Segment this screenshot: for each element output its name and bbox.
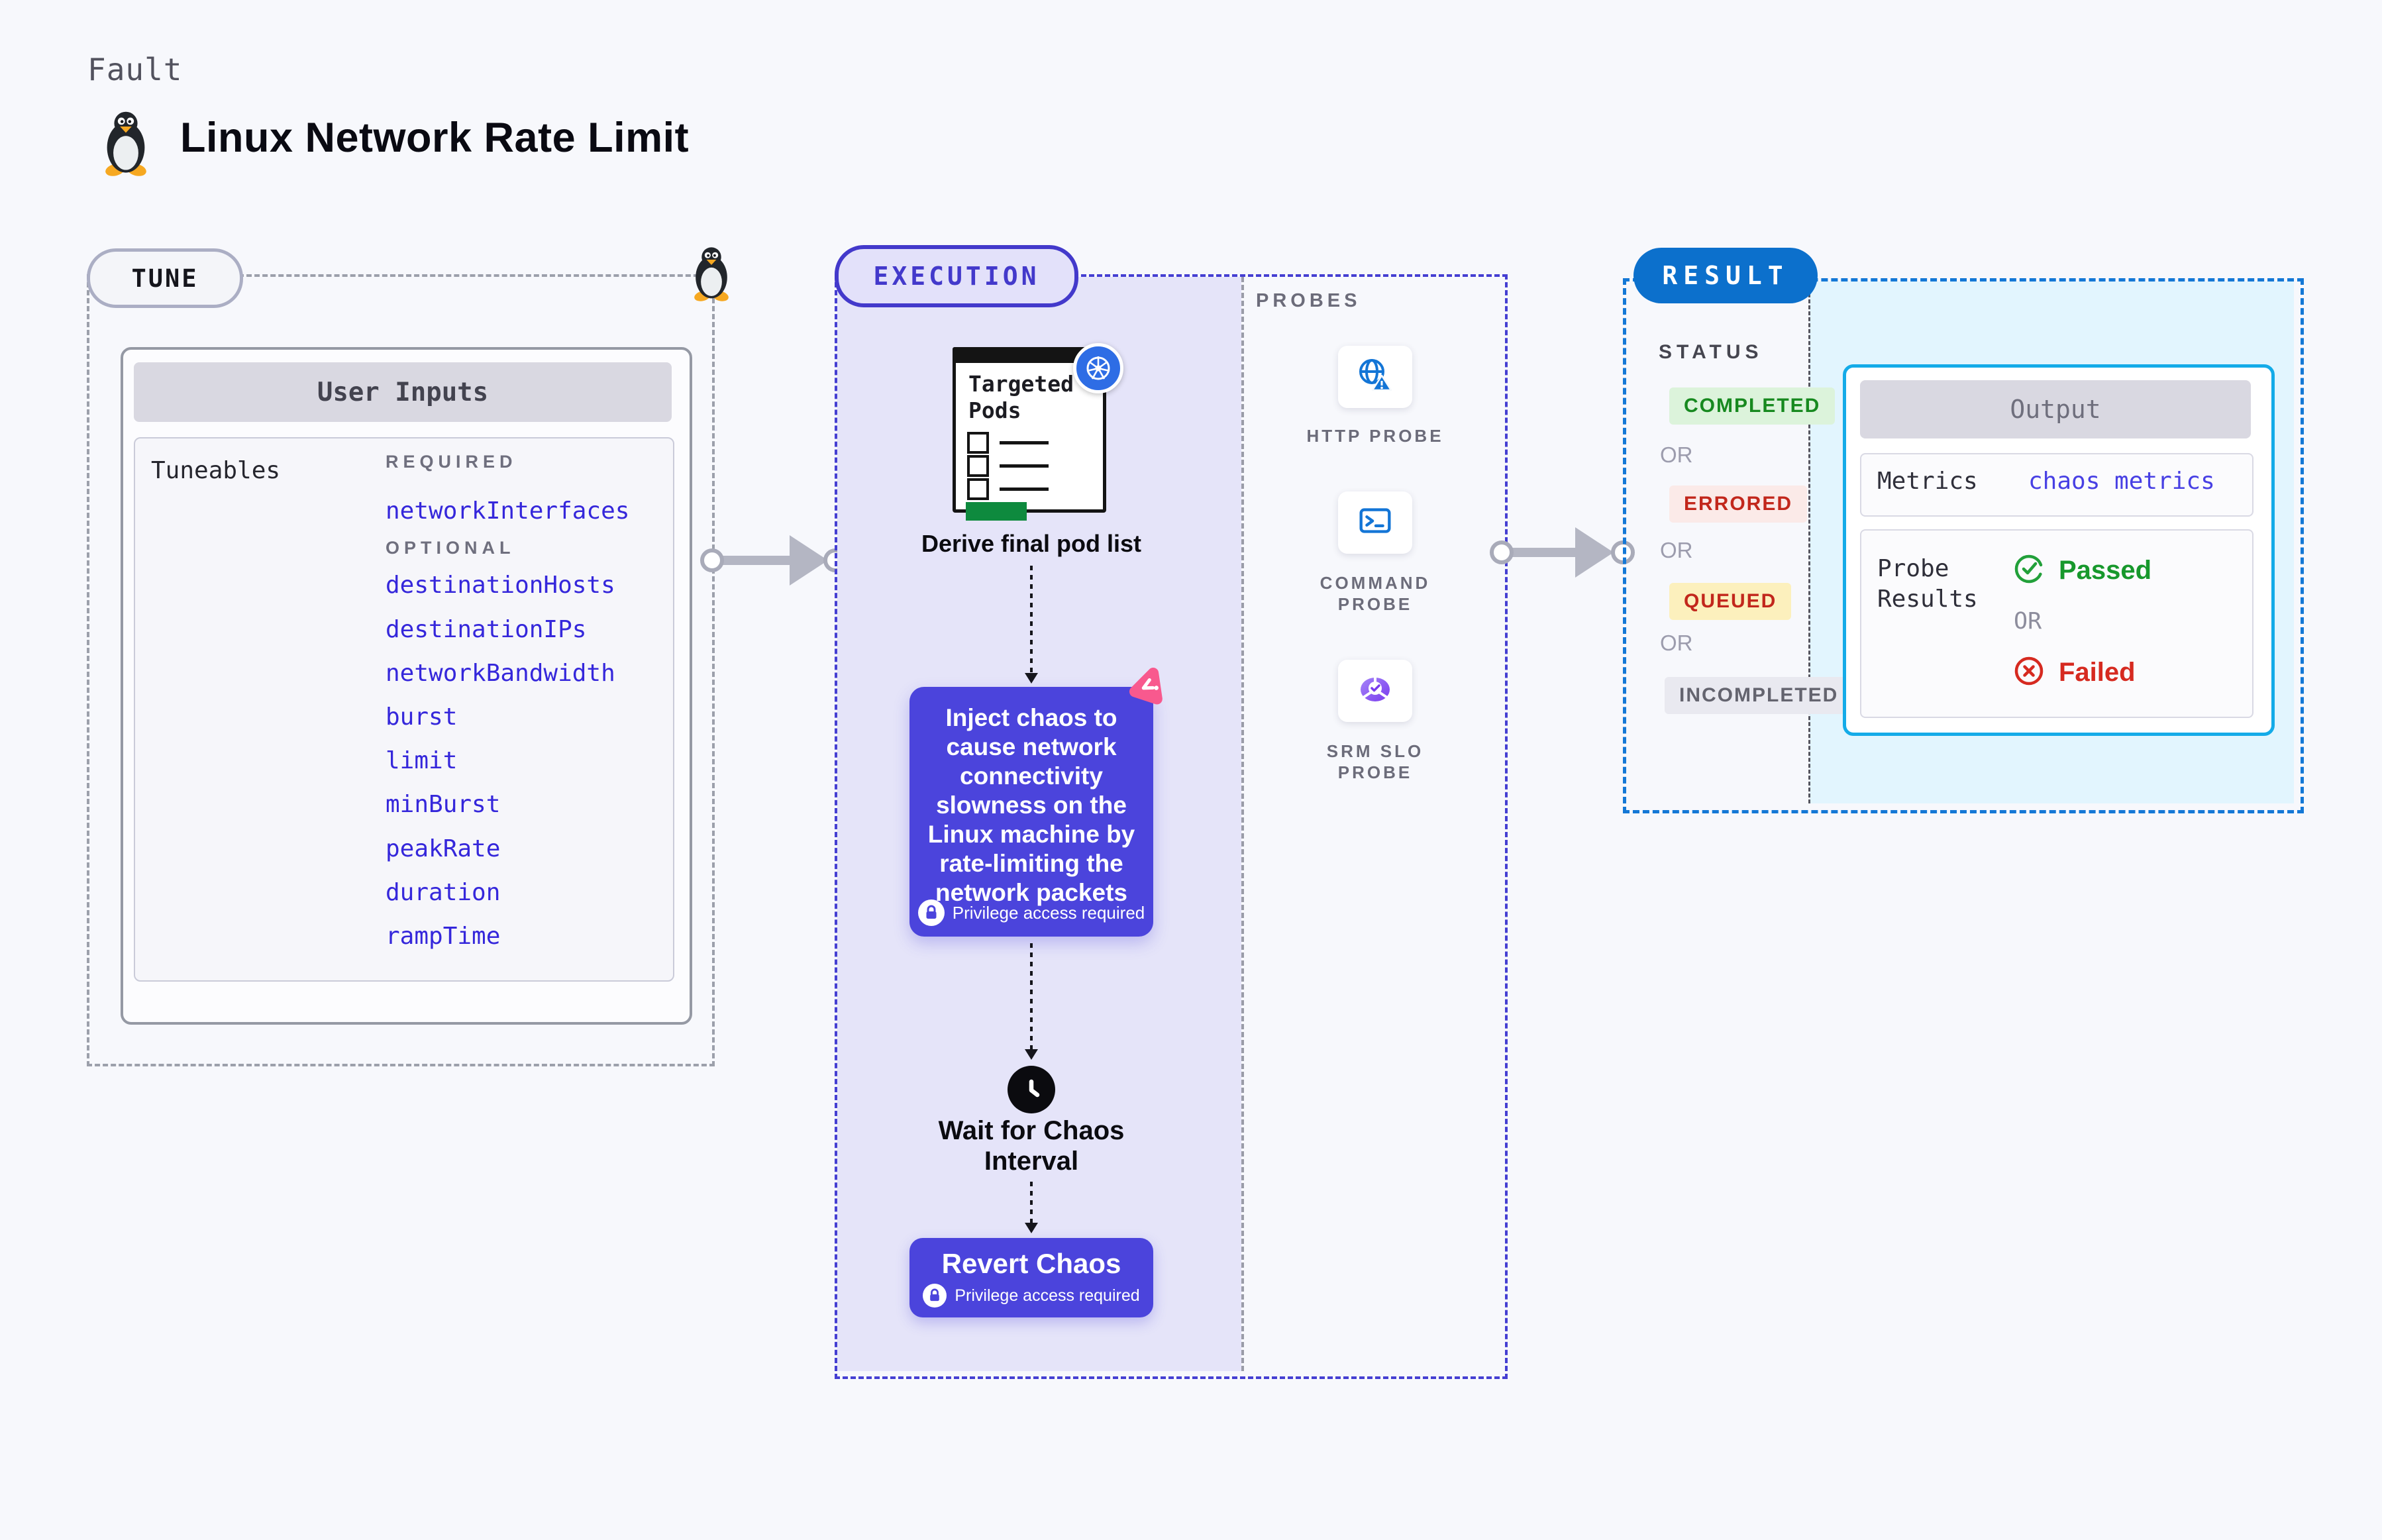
connector-dot (700, 548, 724, 572)
connector-arrowhead (790, 535, 828, 586)
required-label: REQUIRED (386, 452, 517, 472)
fault-kicker: Fault (87, 52, 183, 87)
metrics-label: Metrics (1877, 468, 1978, 495)
pod-checkbox-row (967, 478, 1049, 500)
http-probe-label: HTTP PROBE (1306, 426, 1444, 446)
srm-slo-probe-card (1338, 660, 1412, 722)
or-label: OR (1660, 538, 1693, 562)
inject-chaos-text: Inject chaos to cause network connectivi… (927, 704, 1135, 906)
check-circle-icon (2014, 554, 2044, 588)
connector-line (1510, 548, 1584, 557)
inject-chaos-card (909, 687, 1153, 937)
output-title: Output (1860, 380, 2251, 438)
linux-tux-icon (689, 242, 734, 305)
metrics-row (1860, 453, 2253, 517)
flow-dotted-line (1030, 1182, 1033, 1224)
derive-pod-list-label: Derive final pod list (921, 530, 1142, 557)
linux-tux-icon (98, 110, 154, 176)
pod-progress-bar (966, 502, 1027, 521)
x-circle-icon (2014, 656, 2044, 690)
page-title: Linux Network Rate Limit (180, 115, 690, 161)
command-probe-label: COMMAND PROBE (1320, 573, 1431, 614)
status-badge-completed: COMPLETED (1669, 387, 1836, 425)
tune-section-box (87, 274, 715, 1066)
connector-dot (1490, 540, 1514, 564)
terminal-icon (1355, 501, 1396, 545)
tuneable-item: peakRate (386, 835, 501, 862)
privilege-badge: Privilege access required (909, 899, 1153, 926)
passed-label: Passed (2059, 556, 2152, 585)
privilege-badge: Privilege access required (909, 1284, 1153, 1308)
revert-chaos-card (909, 1238, 1153, 1317)
result-divider (1808, 282, 1810, 803)
user-inputs-title: User Inputs (134, 362, 672, 422)
passed-row: Passed (2014, 554, 2151, 588)
probes-divider (1241, 277, 1244, 1371)
failed-row: Failed (2014, 656, 2136, 690)
status-badge-errored: ERRORED (1669, 486, 1808, 523)
tuneables-label: Tuneables (151, 457, 281, 484)
http-probe-card (1338, 346, 1412, 408)
result-section-label: RESULT (1633, 248, 1818, 303)
connector-arrowhead (1575, 527, 1614, 578)
or-label: OR (1660, 442, 1693, 467)
lock-icon (917, 899, 945, 926)
execution-section-box (835, 274, 1508, 1379)
tuneable-item: limit (386, 747, 458, 774)
tuneable-item: rampTime (386, 923, 501, 950)
probe-results-label: Probe Results (1877, 555, 1978, 613)
srm-slo-probe-label: SRM SLO PROBE (1326, 741, 1424, 782)
status-label: STATUS (1659, 341, 1763, 363)
execution-section-label: EXECUTION (835, 245, 1078, 307)
tuneable-item: duration (386, 879, 501, 906)
flow-arrowhead (1025, 1223, 1038, 1233)
flow-arrowhead (1025, 1049, 1038, 1060)
command-probe-card (1338, 491, 1412, 554)
privilege-label: Privilege access required (952, 902, 1145, 923)
revert-chaos-label: Revert Chaos (941, 1248, 1121, 1279)
optional-label: OPTIONAL (386, 538, 515, 558)
chaos-icon (1116, 658, 1176, 717)
privilege-label: Privilege access required (955, 1286, 1140, 1305)
targeted-pods-title: Targeted Pods (968, 371, 1074, 423)
result-section-box (1623, 278, 2304, 813)
probe-results-row (1860, 529, 2253, 718)
tune-section-label: TUNE (87, 248, 243, 308)
flow-dotted-line (1030, 566, 1033, 674)
clock-icon (1008, 1066, 1055, 1113)
connector-line (717, 556, 795, 565)
slo-donut-icon (1354, 668, 1396, 714)
failed-label: Failed (2059, 658, 2136, 687)
status-badge-incompleted: INCOMPLETED (1665, 677, 1853, 714)
pod-checkbox-row (967, 455, 1049, 477)
tuneable-item: destinationIPs (386, 616, 587, 643)
kubernetes-icon (1073, 343, 1123, 393)
status-badge-queued: QUEUED (1669, 583, 1792, 620)
tuneable-item: destinationHosts (386, 572, 615, 599)
or-label: OR (2014, 608, 2042, 635)
tuneable-item: burst (386, 703, 458, 731)
flow-dotted-line (1030, 943, 1033, 1051)
wait-for-chaos-label: Wait for Chaos Interval (938, 1116, 1125, 1176)
or-label: OR (1660, 631, 1693, 655)
pod-checkbox-row (967, 432, 1049, 454)
globe-alert-icon (1354, 354, 1396, 400)
tuneable-item: minBurst (386, 791, 501, 818)
probes-section-label: PROBES (1256, 290, 1361, 311)
lock-icon (923, 1284, 947, 1308)
tuneables-box (134, 437, 674, 982)
tuneable-item: networkInterfaces (386, 497, 630, 525)
tuneable-item: networkBandwidth (386, 660, 615, 687)
metrics-value-link: chaos metrics (2028, 468, 2215, 495)
flow-arrowhead (1025, 673, 1038, 684)
